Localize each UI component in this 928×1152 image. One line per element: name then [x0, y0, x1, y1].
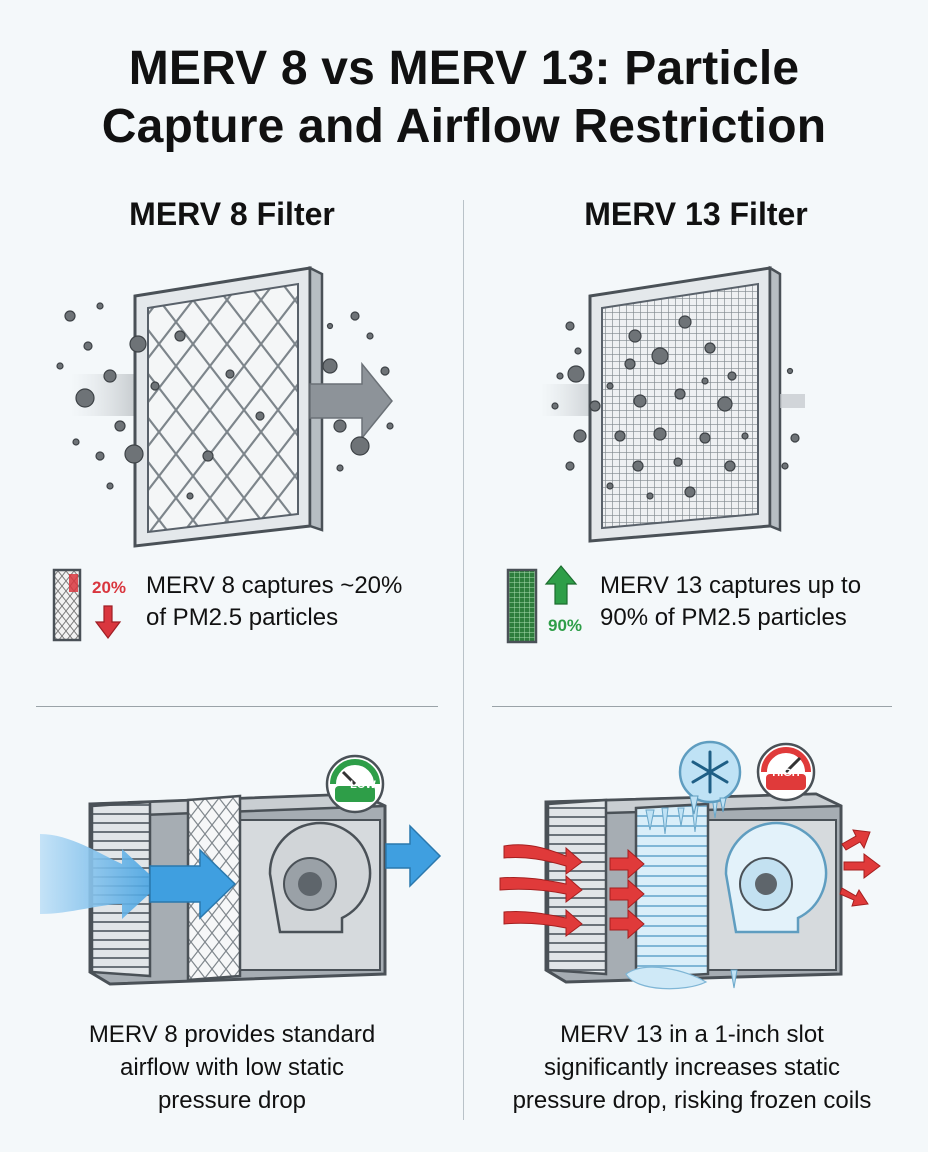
- merv8-intake-airflow: [40, 834, 160, 919]
- merv8-capture-badge: [52, 568, 122, 642]
- merv8-caption-line-2: airflow with low static: [119, 1054, 345, 1081]
- merv8-capture-stat: MERV 8 captures ~20% of PM2.5 particles: [146, 570, 402, 634]
- high-pressure-gauge-icon: [756, 742, 816, 802]
- column-divider: [463, 200, 464, 1120]
- merv8-mid-arrow: [149, 848, 237, 920]
- merv8-filter-illustration: [56, 265, 394, 548]
- merv8-heading: MERV 8 Filter: [129, 196, 335, 232]
- merv8-badge-percent: 20%: [92, 578, 127, 597]
- low-pressure-gauge-icon: [325, 754, 385, 814]
- merv13-capture-stat: MERV 13 captures up to 90% of PM2.5 part…: [600, 570, 861, 634]
- high-gauge-label: HIGH: [772, 767, 800, 779]
- title-line-1: MERV 8 vs MERV 13: Particle: [128, 42, 800, 95]
- merv8-stat-line-1: MERV 8 captures ~20%: [146, 572, 403, 599]
- green-up-arrow-icon: [544, 565, 578, 605]
- merv13-airflow-illustration: [499, 740, 881, 990]
- mini-dense-filter-icon: [506, 568, 538, 644]
- low-gauge-label: LOW: [350, 779, 376, 791]
- merv13-capture-badge: [506, 565, 578, 644]
- merv13-stat-line-2: 90% of PM2.5 particles: [600, 604, 847, 631]
- left-row-divider: [36, 706, 438, 707]
- merv13-filter-illustration: [540, 265, 805, 543]
- merv8-airflow-illustration: [40, 754, 442, 986]
- iced-blower-fan: [724, 821, 828, 934]
- merv8-caption: MERV 8 provides standard airflow with lo…: [12, 1018, 452, 1117]
- merv13-caption: MERV 13 in a 1-inch slot significantly i…: [472, 1018, 912, 1117]
- merv13-weak-outflow: [780, 394, 805, 408]
- merv13-heading: MERV 13 Filter: [584, 196, 808, 232]
- weak-outlet-arrows: [839, 829, 881, 907]
- melt-water-puddle: [625, 966, 708, 990]
- merv8-caption-line-1: MERV 8 provides standard: [88, 1021, 376, 1048]
- merv13-caption-line-2: significantly increases static: [543, 1054, 841, 1081]
- merv8-stat-line-2: of PM2.5 particles: [146, 604, 339, 631]
- title-line-2: Capture and Airflow Restriction: [101, 100, 827, 153]
- red-down-arrow-icon: [94, 605, 122, 639]
- right-row-divider: [492, 706, 892, 707]
- restricted-intake-arrows: [499, 844, 645, 940]
- merv13-stat-line-1: MERV 13 captures up to: [600, 572, 862, 599]
- merv8-outlet-arrow: [385, 824, 442, 888]
- merv8-caption-line-3: pressure drop: [157, 1087, 307, 1114]
- merv13-badge-percent: 90%: [548, 616, 583, 635]
- merv13-particles: [551, 315, 800, 500]
- merv8-blower-fan: [268, 821, 372, 934]
- merv13-caption-line-3: pressure drop, risking frozen coils: [512, 1087, 872, 1114]
- frozen-evaporator-coil: [634, 802, 710, 980]
- snowflake-icon: [678, 740, 742, 815]
- merv8-particles: [56, 302, 394, 500]
- page-title: MERV 8 vs MERV 13: Particle Capture and …: [0, 40, 928, 156]
- merv8-outgoing-arrow: [309, 361, 393, 441]
- merv13-caption-line-1: MERV 13 in a 1-inch slot: [560, 1021, 824, 1048]
